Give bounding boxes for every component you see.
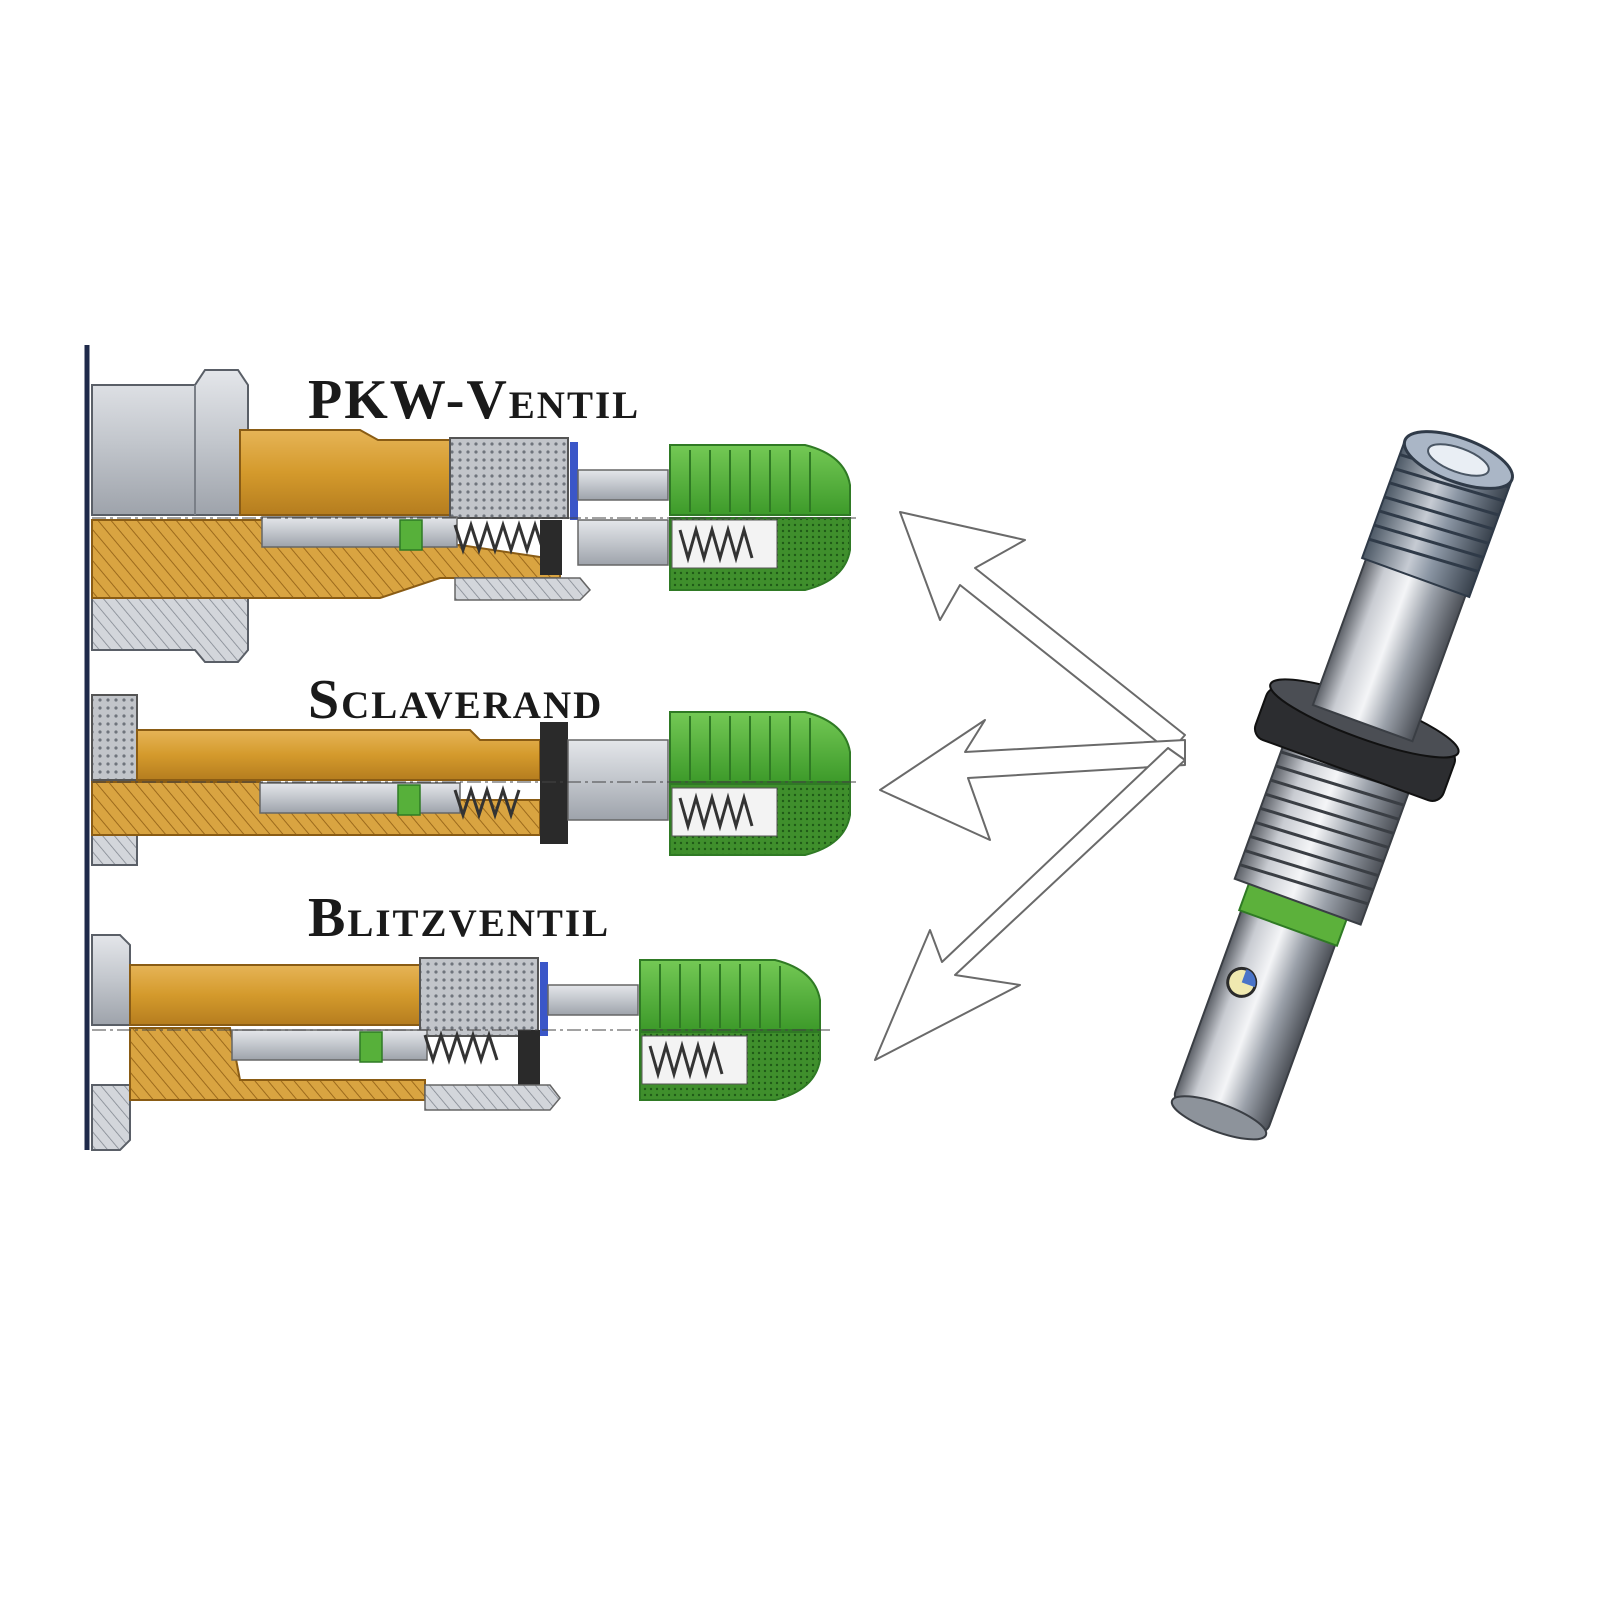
arrow-outline-icon (874, 511, 1186, 1061)
blitz-valve-drawing (91, 934, 830, 1151)
pkw-valve-drawing (91, 369, 860, 663)
valve-insert-3d-icon (1170, 430, 1515, 1141)
sclaverand-valve-drawing (91, 694, 860, 866)
blitz-valve-label: Blitzventil (308, 887, 611, 949)
pkw-valve-label: PKW-Ventil (308, 369, 641, 431)
sclaverand-valve-label: Sclaverand (308, 669, 604, 731)
